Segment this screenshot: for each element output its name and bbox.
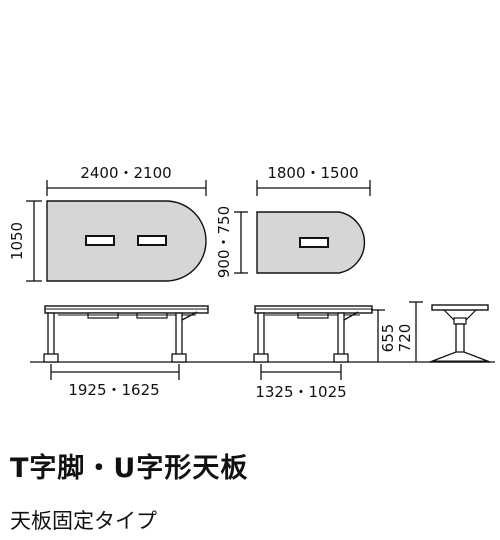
height-high-label: 720 [396, 324, 414, 353]
large-width-label: 2400・2100 [80, 164, 171, 182]
large-table-front-elevation [43, 305, 209, 363]
large-depth-dimension-line [26, 200, 42, 282]
small-table-front-elevation [253, 305, 373, 363]
small-depth-label: 900・750 [215, 206, 233, 278]
large-depth-label: 1050 [8, 222, 26, 260]
large-leg-span-dimension-line [50, 364, 180, 380]
product-subtitle: 天板固定タイプ [10, 509, 157, 533]
small-width-dimension-line [256, 180, 371, 196]
table-specification-drawing: 2400・2100 1800・1500 1050 900・750 1925・16… [8, 164, 495, 401]
height-dimension-lines [371, 301, 423, 362]
small-width-label: 1800・1500 [267, 164, 358, 182]
large-width-dimension-line [46, 180, 207, 196]
wiring-outlet-left [85, 235, 115, 246]
height-low-label: 655 [379, 324, 397, 353]
small-depth-dimension-line [234, 211, 248, 274]
large-table-top-plan [46, 200, 207, 282]
side-elevation-t-leg [429, 304, 491, 363]
small-leg-span-label: 1325・1025 [255, 383, 346, 401]
product-title: T字脚・U字形天板 [10, 453, 249, 484]
large-leg-span-label: 1925・1625 [68, 381, 159, 399]
wiring-outlet-small [299, 237, 329, 248]
wiring-outlet-right [137, 235, 167, 246]
small-leg-span-dimension-line [260, 364, 342, 380]
